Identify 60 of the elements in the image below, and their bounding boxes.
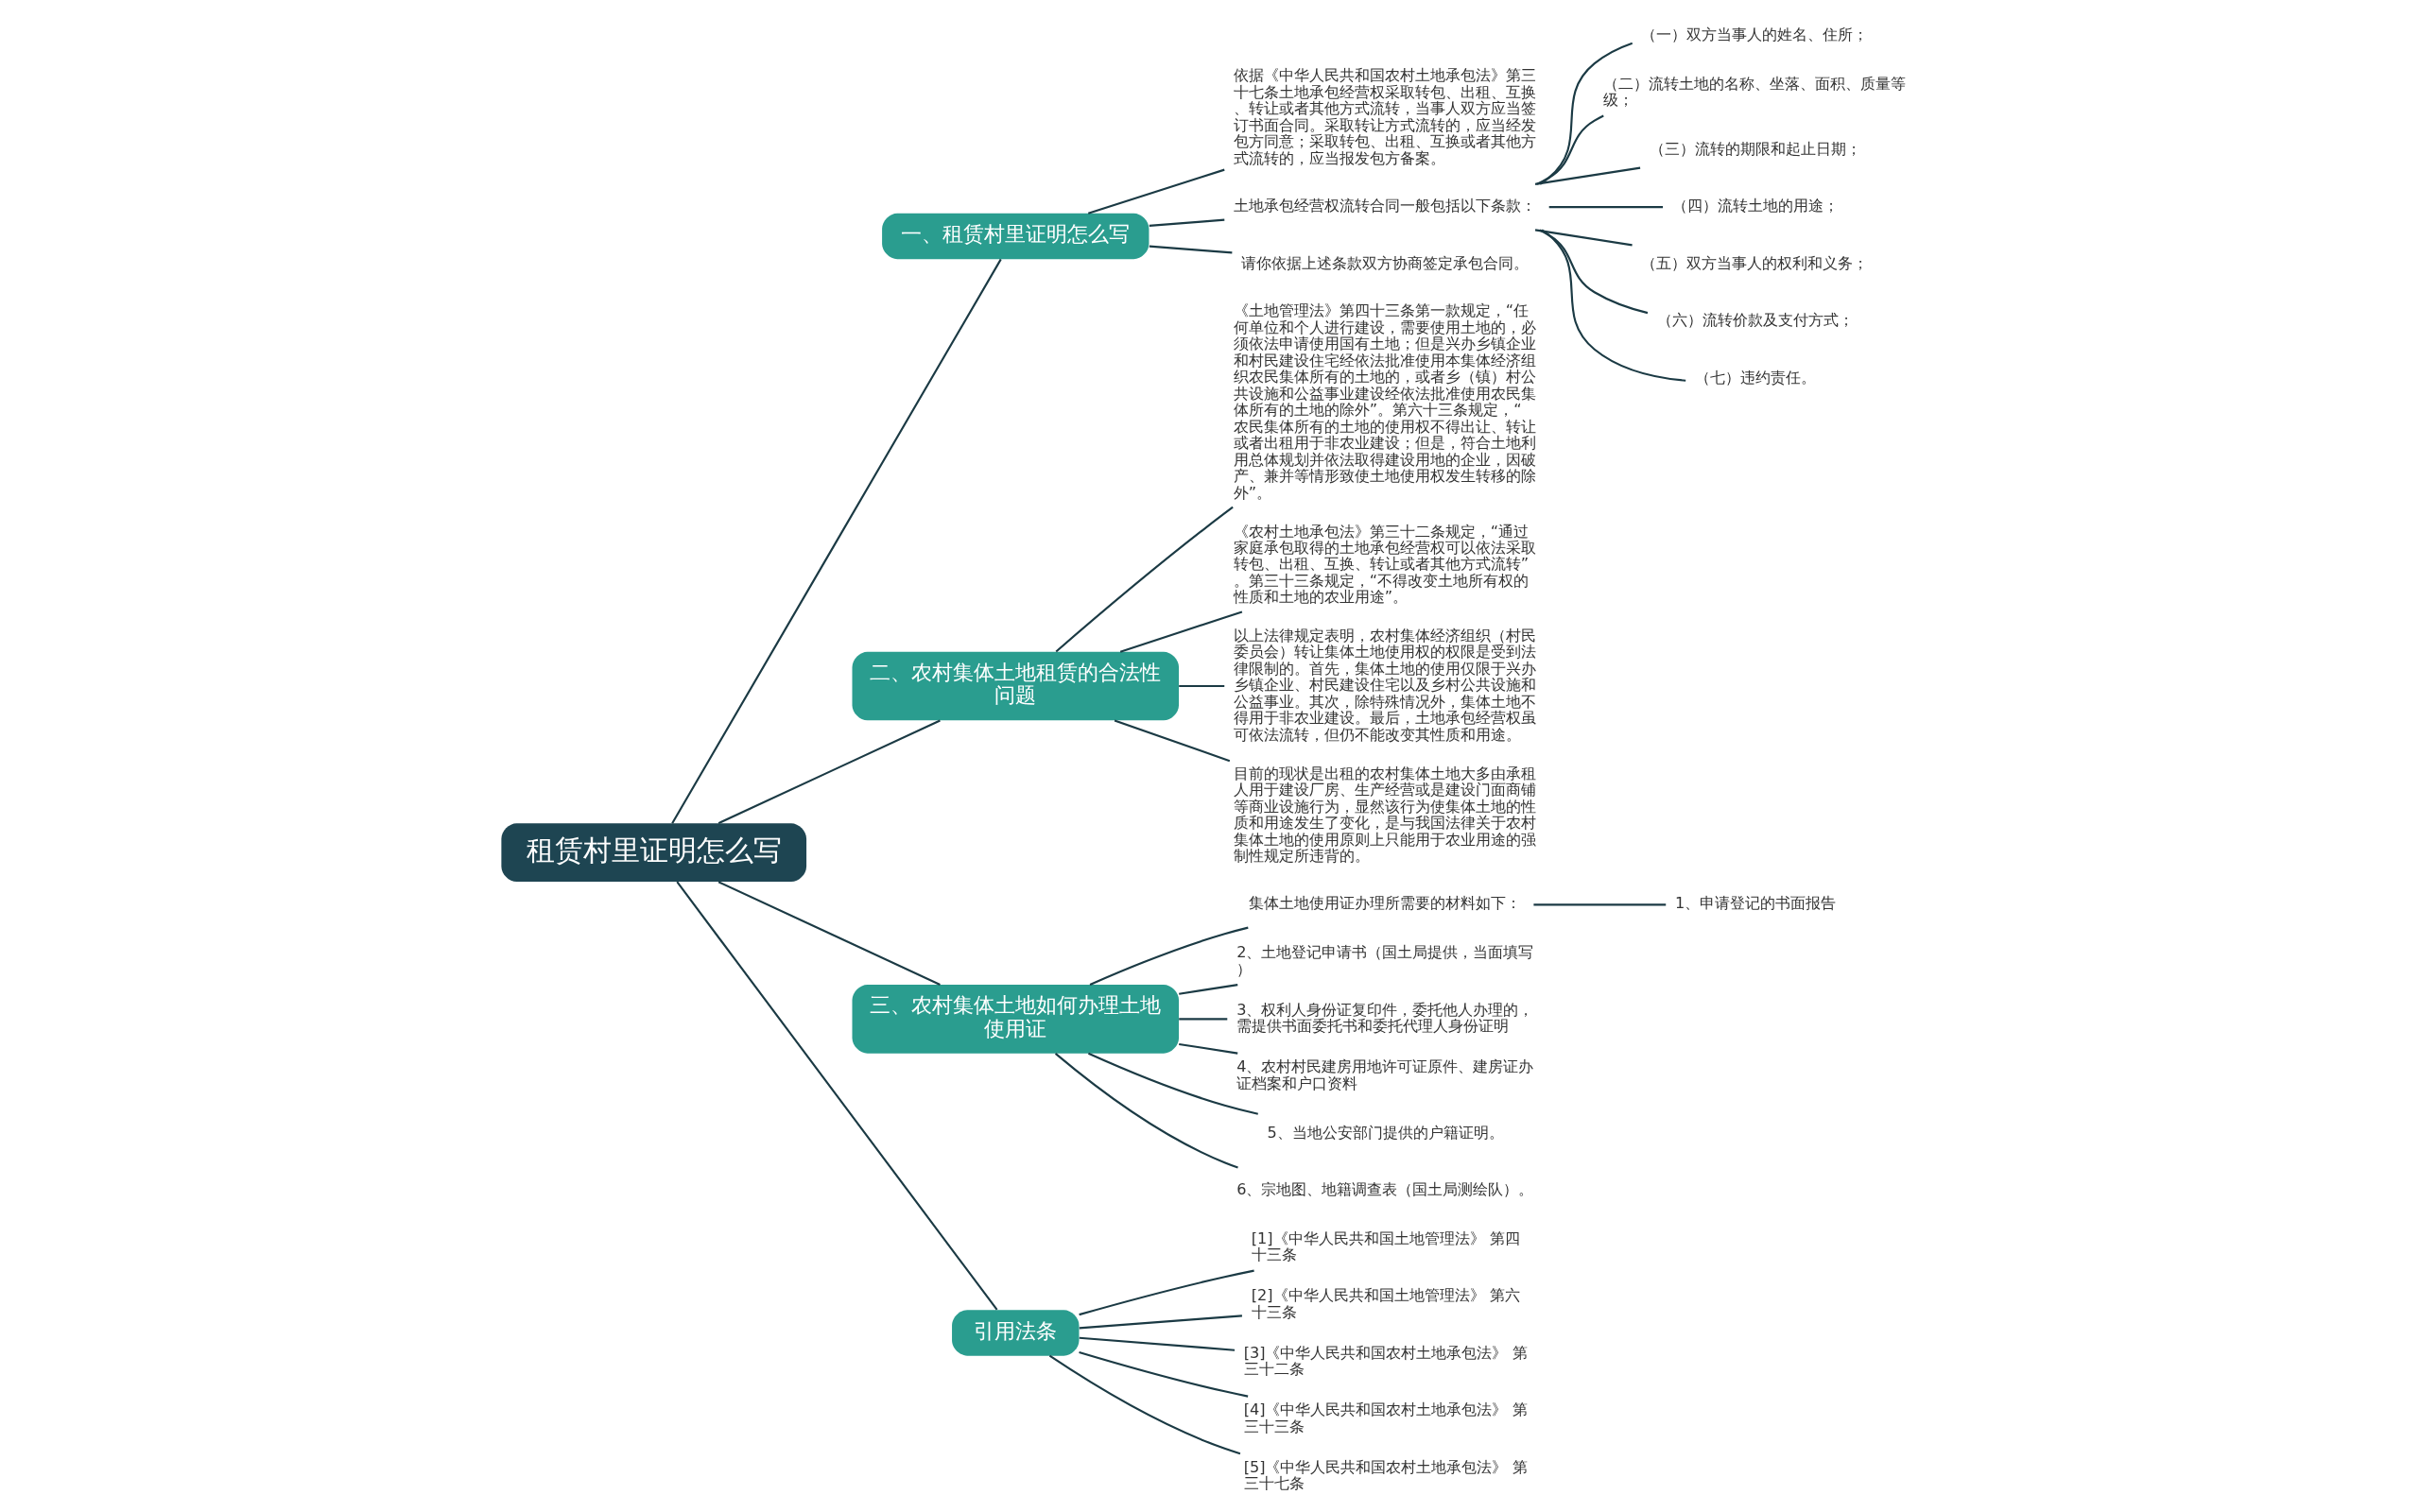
node-text: [1]《中华人民共和国土地管理法》 第四十三条 <box>1251 1228 1520 1264</box>
node-box: 二、农村集体土地租赁的合法性问题 <box>852 651 1180 721</box>
node-text: [4]《中华人民共和国农村土地承包法》 第三十三条 <box>1243 1400 1528 1435</box>
node-box: 一、租赁村里证明怎么写 <box>882 213 1150 260</box>
connector <box>1114 719 1231 763</box>
connector <box>1534 166 1641 185</box>
node-text: 《农村土地承包法》第三十二条规定，“通过家庭承包取得的土地承包经营权可以依法采取转包、出租、互换、转让或者其他方式流转”。第三十三条规定，“不得改变土地所有权的性质和土地的农业用途”。 <box>1233 522 1536 607</box>
connector <box>1079 1350 1249 1398</box>
connector <box>1149 218 1225 227</box>
connector <box>1534 229 1633 247</box>
node-box: 租赁村里证明怎么写 <box>501 823 807 883</box>
connector <box>717 719 941 825</box>
connector <box>1548 206 1664 209</box>
connector <box>1079 1314 1242 1330</box>
connector <box>1539 229 1649 315</box>
connector <box>1541 229 1686 382</box>
connector <box>1149 245 1233 254</box>
node-text: 目前的现状是出租的农村集体土地大多由承租人用于建设厂房、生产经营或是建设门面商铺等商业设施行为，显然该行为使集体土地的性质和用途发生了变化，是与我国法律关于农村集体土地的使用原则上只能用于农业用途的强制性规定所违背的。 <box>1233 764 1536 866</box>
connector <box>1087 168 1225 215</box>
connector <box>1179 1018 1228 1021</box>
connector <box>1089 926 1249 986</box>
connector <box>1048 1354 1241 1455</box>
node-text: 3、权利人身份证复印件，委托他人办理的，需提供书面委托书和委托代理人身份证明 <box>1236 1000 1534 1036</box>
node-text: 土地承包经营权流转合同一般包括以下条款： <box>1233 197 1536 215</box>
connector <box>1088 1052 1258 1115</box>
connector <box>1536 114 1604 185</box>
connector <box>1079 1269 1254 1316</box>
node-text: （三）流转的期限和起止日期； <box>1649 139 1861 158</box>
node-text: [2]《中华人民共和国土地管理法》 第六十三条 <box>1251 1286 1520 1321</box>
node-text: 集体土地使用证办理所需要的材料如下： <box>1249 894 1522 913</box>
node-text: 依据《中华人民共和国农村土地承包法》第三十七条土地承包经营权采取转包、出租、互换、转让或者其他方式流转，当事人双方应当签订书面合同。采取转让方式流转的，应当经发包方同意；采取转包、出租、互换或者其他方式流转的，应当报发包方备案。 <box>1233 66 1536 167</box>
connector <box>1055 506 1234 653</box>
connector <box>1179 984 1238 995</box>
node-text: 5、当地公安部门提供的户籍证明。 <box>1267 1123 1504 1142</box>
connector <box>676 881 998 1311</box>
node-text: 6、宗地图、地籍调查表（国土局测绘队）。 <box>1236 1180 1534 1199</box>
connector <box>1179 684 1225 688</box>
node-text: 1、申请登记的书面报告 <box>1675 894 1837 913</box>
node-text: 请你依据上述条款双方协商签定承包合同。 <box>1240 253 1529 272</box>
node-box: 引用法条 <box>952 1310 1080 1356</box>
node-box: 三、农村集体土地如何办理土地使用证 <box>852 985 1180 1054</box>
connector <box>1054 1053 1238 1169</box>
node-text: 2、土地登记申请书（国土局提供，当面填写） <box>1236 943 1534 978</box>
connector <box>717 881 941 986</box>
connector <box>1179 1042 1238 1055</box>
node-text: 4、农村村民建房用地许可证原件、建房证办证档案和户口资料 <box>1236 1057 1534 1092</box>
connector <box>1533 903 1667 906</box>
node-text: 以上法律规定表明，农村集体经济组织（村民委员会）转让集体土地使用权的权限是受到法律限制的。首先，集体土地的使用仅限于兴办乡镇企业、村民建设住宅以及乡村公共设施和公益事业。其次，除特殊情况外，集体土地不得用于非农业建设。最后，土地承包经营权虽可依法流转，但仍不能改变其性质和用途。 <box>1233 626 1536 744</box>
node-text: [5]《中华人民共和国农村土地承包法》 第三十七条 <box>1243 1457 1528 1493</box>
node-text: （四）流转土地的用途； <box>1671 197 1839 215</box>
connector <box>1079 1336 1236 1351</box>
node-text: （二）流转土地的名称、坐落、面积、质量等级； <box>1603 74 1907 110</box>
connector <box>1119 610 1243 653</box>
node-text: （五）双方当事人的权利和义务； <box>1641 253 1869 272</box>
node-text: （一）双方当事人的姓名、住所； <box>1641 25 1869 43</box>
node-text: [3]《中华人民共和国农村土地承包法》 第三十二条 <box>1243 1343 1528 1379</box>
node-text: （七）违约责任。 <box>1694 368 1816 387</box>
connector <box>671 258 1002 824</box>
node-text: （六）流转价款及支付方式； <box>1656 311 1854 330</box>
node-text: 《土地管理法》第四十三条第一款规定，“任何单位和个人进行建设，需要使用土地的，必须依法申请使用国有土地；但是兴办乡镇企业和村民建设住宅经依法批准使用本集体经济组织农民集体所有的土地的，或者乡（镇）村公共设施和公益事业建设经依法批准使用农民集体所有的土地的除外”。第六十三条规定，“农民集体所有的土地的使用权不得出让、转让或者出租用于非农业建设；但是，符合土地利用总体规划并依法取得建设用地的企业，因破产、兼并等情形致使土地使用权发生转移的除外”。 <box>1233 301 1536 502</box>
